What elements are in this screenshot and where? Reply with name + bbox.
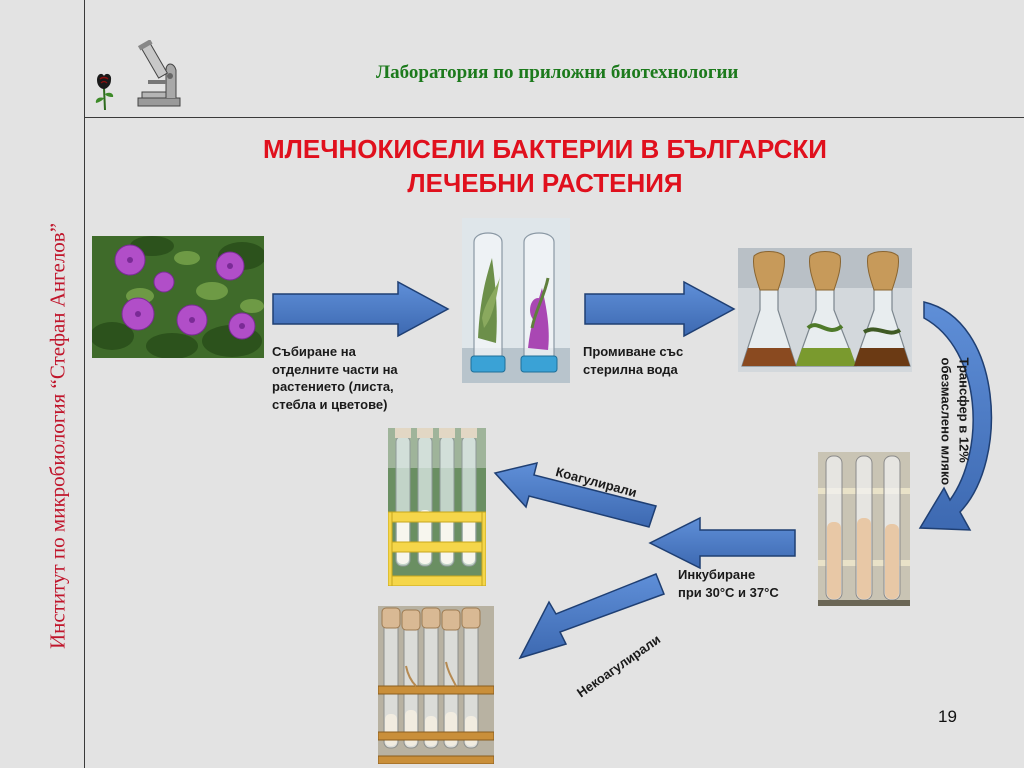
microscope-icon — [137, 40, 181, 107]
lab-title: Лаборатория по приложни биотехнологии — [376, 62, 739, 83]
coagulated-tubes-photo — [388, 428, 486, 586]
incubate-line-1: Инкубиране — [678, 567, 756, 582]
step-wash-label: Промиване със стерилна вода — [583, 343, 683, 378]
horizontal-divider — [84, 117, 1024, 118]
noncoagulated-tubes-photo — [378, 606, 494, 764]
arrow-wash-to-flasks — [584, 280, 736, 338]
title-line-1: МЛЕЧНОКИСЕЛИ БАКТЕРИИ В БЪЛГАРСКИ — [263, 134, 827, 164]
incubate-line-2: при 30°C и 37°C — [678, 584, 779, 600]
conical-tubes-photo — [462, 218, 570, 383]
arrow-collect-to-wash — [272, 280, 450, 338]
page-number: 19 — [938, 707, 957, 726]
arrow-noncoagulated — [518, 573, 665, 660]
arrow-coagulated — [493, 461, 657, 528]
transfer-line-2: обезмаслено мляко — [939, 357, 954, 486]
collect-line-2: отделните части на — [272, 361, 398, 377]
slide-title: МЛЕЧНОКИСЕЛИ БАКТЕРИИ В БЪЛГАРСКИ ЛЕЧЕБН… — [150, 132, 940, 201]
wash-line-2: стерилна вода — [583, 361, 678, 377]
collect-line-4: стебла и цветове) — [272, 396, 388, 412]
transfer-line-1: Трансфер в 12% — [956, 357, 972, 463]
flasks-photo — [738, 248, 912, 372]
arrow-incubate-to-left — [648, 516, 796, 570]
title-line-2: ЛЕЧЕБНИ РАСТЕНИЯ — [407, 168, 683, 199]
collect-line-1: Събиране на — [272, 344, 356, 359]
milk-tubes-photo — [818, 452, 910, 606]
step-collect-label: Събиране на отделните части на растениет… — [272, 343, 398, 413]
rose-icon — [95, 73, 114, 111]
collect-line-3: растението (листа, — [272, 379, 394, 395]
vertical-divider — [84, 0, 85, 768]
arrow-curved-transfer — [918, 301, 993, 531]
flowers-photo — [92, 236, 264, 358]
step-incubate-label: Инкубиране при 30°C и 37°C — [678, 566, 779, 601]
step-transfer-label: Трансфер в 12% обезмаслено мляко — [937, 358, 972, 508]
wash-line-1: Промиване със — [583, 344, 684, 359]
